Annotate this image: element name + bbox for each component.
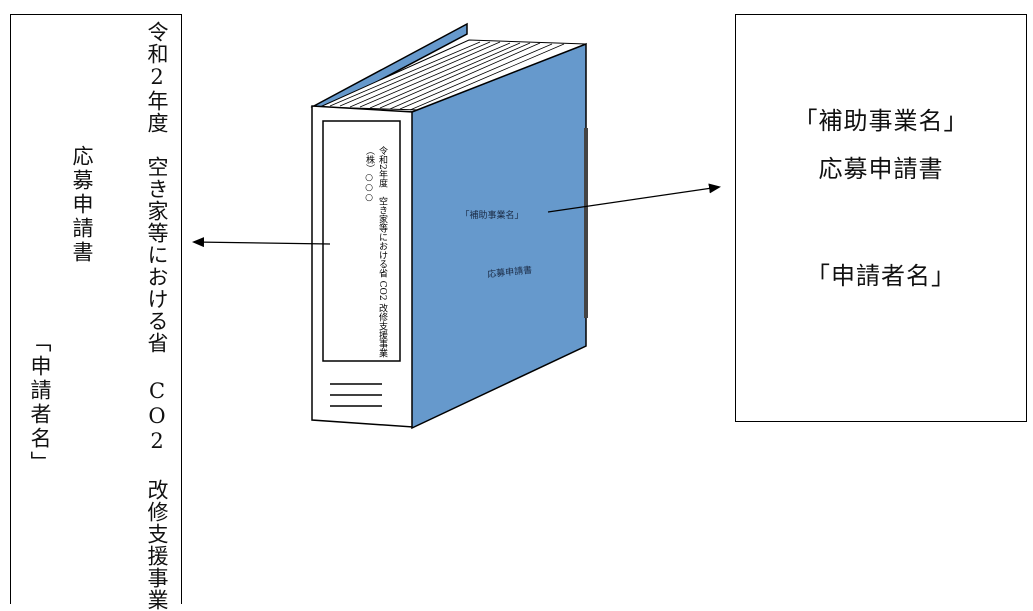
arrow-to-cover-label: [547, 183, 721, 213]
cover-label-applicant: 「申請者名」: [806, 262, 956, 290]
cover-label-project: 「補助事業名」: [793, 107, 969, 135]
arrow-to-spine-label: [192, 237, 331, 248]
spine-label-document: 応募申請書: [70, 145, 94, 265]
binder-spine-label: [322, 120, 401, 362]
binder-diagram: 「補助事業名」 応募申請書 令和2年度 空き家等における省 CO2 改修支援事業…: [192, 22, 721, 430]
cover-label-box: 「補助事業名」 応募申請書 「申請者名」: [735, 14, 1027, 422]
spine-label-box: 令和2年度 空き家等における省 CO2 改修支援事業 応募申請書 「申請者名」: [10, 14, 182, 611]
cover-label-document: 応募申請書: [818, 155, 944, 183]
binder-spine-company: （株）○○○: [364, 146, 375, 203]
binder-spine-lines: [330, 383, 382, 407]
binder-front-cover: [411, 42, 587, 430]
binder-cover-project: 「補助事業名」: [460, 209, 523, 221]
binder-page-lines: [329, 41, 565, 111]
spine-label-title: 令和2年度 空き家等における省 CO2 改修支援事業: [145, 21, 169, 611]
spine-label-applicant: 「申請者名」: [28, 331, 52, 475]
binder-spine-title: 令和2年度 空き家等における省 CO2 改修支援事業: [377, 145, 388, 358]
